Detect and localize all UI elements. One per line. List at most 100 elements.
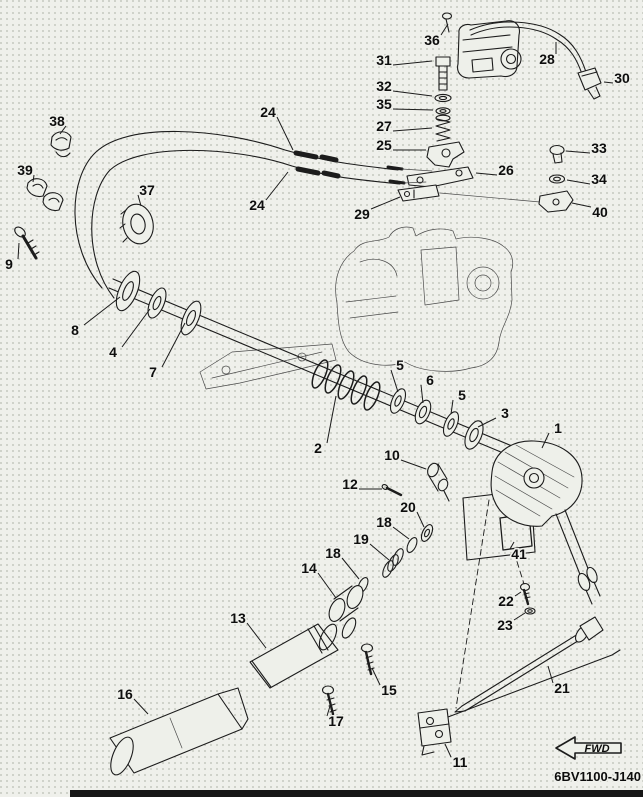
leader-line-30 [603, 81, 614, 84]
spring-27 [435, 118, 451, 142]
part-label-2: 2 [314, 440, 322, 456]
part-label-30: 30 [614, 70, 630, 86]
clamp-39 [26, 178, 48, 198]
part-label-10: 10 [384, 447, 400, 463]
part-label-19: 19 [353, 531, 369, 547]
part-label-24: 24 [260, 104, 276, 120]
part-label-5: 5 [396, 357, 404, 373]
part-label-4: 4 [109, 344, 117, 360]
part-label-18: 18 [376, 514, 392, 530]
leader-lines [17, 23, 614, 758]
washer-5b [442, 411, 460, 437]
part-label-21: 21 [554, 680, 570, 696]
part-label-41: 41 [511, 546, 527, 562]
leader-line-10 [400, 459, 427, 470]
leader-line-29 [370, 196, 401, 210]
leader-line-34 [566, 179, 591, 185]
leader-line-11 [444, 743, 452, 758]
bottom-scan-bar [70, 790, 643, 797]
grommet-8 [115, 270, 141, 312]
washer-5a [389, 388, 407, 414]
washer-4 [147, 287, 167, 319]
leader-line-39 [32, 174, 35, 183]
part-label-16: 16 [117, 686, 133, 702]
pivot-parts-drawing [328, 462, 450, 622]
fwd-arrow [555, 736, 622, 760]
leader-line-18 [341, 557, 360, 580]
leader-line-13 [246, 622, 267, 649]
rod-21 [461, 633, 582, 712]
part-label-22: 22 [498, 593, 514, 609]
leader-line-9 [17, 242, 20, 260]
part-label-26: 26 [498, 162, 514, 178]
washer-34 [548, 174, 566, 184]
throttle-cables-drawing [14, 130, 433, 299]
leader-line-27 [392, 127, 433, 132]
washer-18a [406, 537, 418, 553]
part-label-20: 20 [400, 499, 416, 515]
part-label-23: 23 [497, 617, 513, 633]
leader-line-2 [326, 395, 337, 444]
leader-line-38 [59, 125, 67, 135]
shift-rod-drawing [417, 616, 621, 756]
part-label-34: 34 [591, 171, 607, 187]
part-label-17: 17 [328, 713, 344, 729]
part-label-39: 39 [17, 162, 33, 178]
part-label-9: 9 [5, 256, 13, 272]
leader-line-16 [133, 698, 149, 715]
part-label-29: 29 [354, 206, 370, 222]
leader-line-24 [265, 171, 289, 201]
washer-35 [435, 107, 451, 115]
carburetor-assembly-drawing [441, 12, 602, 100]
leader-line-35 [392, 108, 434, 111]
leader-line-5 [390, 369, 399, 393]
leader-line-17 [326, 705, 331, 717]
leader-line-19 [369, 543, 390, 561]
part-label-3: 3 [501, 405, 509, 421]
leader-line-23 [513, 612, 526, 621]
part-label-8: 8 [71, 322, 79, 338]
leader-line-32 [392, 90, 433, 97]
washer-32 [434, 93, 452, 103]
part-label-28: 28 [539, 51, 555, 67]
handle-drawing [109, 617, 375, 776]
part-label-27: 27 [376, 118, 392, 134]
leader-line-1 [541, 432, 550, 449]
leader-line-3 [477, 417, 497, 428]
bolt-15 [360, 643, 374, 653]
leader-line-6 [420, 384, 424, 404]
diagram-code: 6BV1100-J140 [554, 769, 641, 784]
leader-line-14 [317, 572, 337, 599]
leader-line-8 [83, 296, 121, 326]
tiller-shaft-drawing [108, 270, 544, 469]
washer-23 [524, 607, 536, 615]
steering-bracket-drawing [455, 440, 601, 709]
throttle-linkage-drawing [397, 56, 574, 213]
part-label-35: 35 [376, 96, 392, 112]
fwd-arrow-icon [555, 736, 622, 760]
leader-line-20 [416, 511, 425, 528]
leader-line-15 [371, 667, 381, 686]
bolt-33 [549, 144, 565, 156]
part-label-40: 40 [592, 204, 608, 220]
part-label-1: 1 [554, 420, 562, 436]
fitting-10 [427, 462, 439, 478]
part-label-11: 11 [453, 754, 468, 770]
part-label-37: 37 [139, 182, 155, 198]
part-label-24: 24 [249, 197, 265, 213]
leader-line-31 [392, 60, 433, 66]
engine-block-drawing [199, 226, 514, 390]
part-label-13: 13 [230, 610, 246, 626]
leader-line-26 [475, 172, 498, 176]
bracket-11 [417, 708, 452, 747]
part-label-33: 33 [591, 140, 607, 156]
part-label-25: 25 [376, 137, 392, 153]
part-label-31: 31 [376, 52, 392, 68]
leader-line-33 [565, 150, 591, 154]
leader-line-21 [547, 665, 554, 684]
bushing-14 [346, 585, 364, 609]
leader-line-4 [121, 308, 151, 348]
